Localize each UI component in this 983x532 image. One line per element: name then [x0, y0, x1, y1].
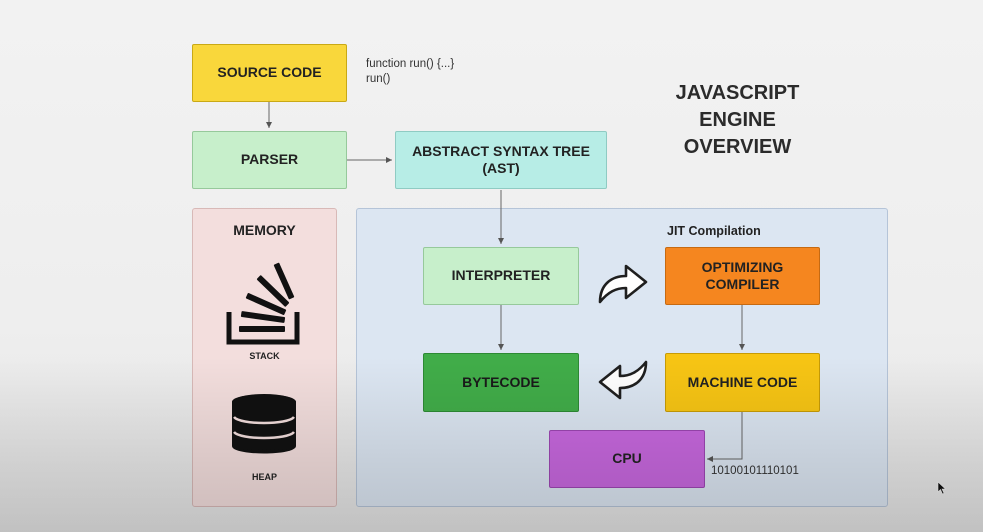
- memory-title: MEMORY: [233, 222, 296, 238]
- source-code-label: SOURCE CODE: [217, 64, 322, 81]
- optimizing-label-line2: COMPILER: [705, 276, 780, 292]
- diagram-title: JAVASCRIPT ENGINE OVERVIEW: [650, 80, 825, 161]
- code-line-2: run(): [366, 73, 391, 85]
- ast-label-line2: (AST): [482, 160, 520, 176]
- ast-label-line1: ABSTRACT SYNTAX TREE: [412, 142, 590, 159]
- machine-code-label: MACHINE CODE: [687, 373, 798, 390]
- title-line-1: JAVASCRIPT: [675, 82, 800, 104]
- source-code-box: SOURCE CODE: [192, 44, 347, 102]
- curved-arrow-right-icon: [598, 264, 648, 304]
- optimizing-label-line1: OPTIMIZING: [701, 258, 784, 275]
- jit-title: JIT Compilation: [667, 224, 761, 238]
- bytecode-label: BYTECODE: [462, 373, 540, 390]
- optimizing-compiler-box: OPTIMIZING COMPILER: [665, 247, 820, 305]
- title-line-2: ENGINE: [699, 109, 776, 131]
- curved-arrow-left-icon: [598, 360, 648, 400]
- interpreter-label: INTERPRETER: [451, 267, 551, 284]
- binary-output: 10100101110101: [711, 465, 799, 477]
- heap-label: HEAP: [251, 472, 277, 482]
- machine-code-box: MACHINE CODE: [665, 353, 820, 412]
- bytecode-box: BYTECODE: [423, 353, 579, 412]
- interpreter-box: INTERPRETER: [423, 247, 579, 305]
- parser-label: PARSER: [240, 151, 299, 168]
- ast-box: ABSTRACT SYNTAX TREE (AST): [395, 131, 607, 189]
- code-snippet-note: function run() {...} run(): [366, 57, 454, 87]
- cpu-box: CPU: [549, 430, 705, 488]
- cpu-label: CPU: [612, 450, 642, 467]
- mouse-cursor-icon: [937, 481, 947, 495]
- code-line-1: function run() {...}: [366, 58, 455, 70]
- memory-panel: [192, 208, 337, 507]
- title-line-3: OVERVIEW: [683, 136, 792, 158]
- stack-label: STACK: [249, 351, 280, 361]
- arrow-machine-to-cpu: [707, 412, 743, 462]
- parser-box: PARSER: [192, 131, 347, 189]
